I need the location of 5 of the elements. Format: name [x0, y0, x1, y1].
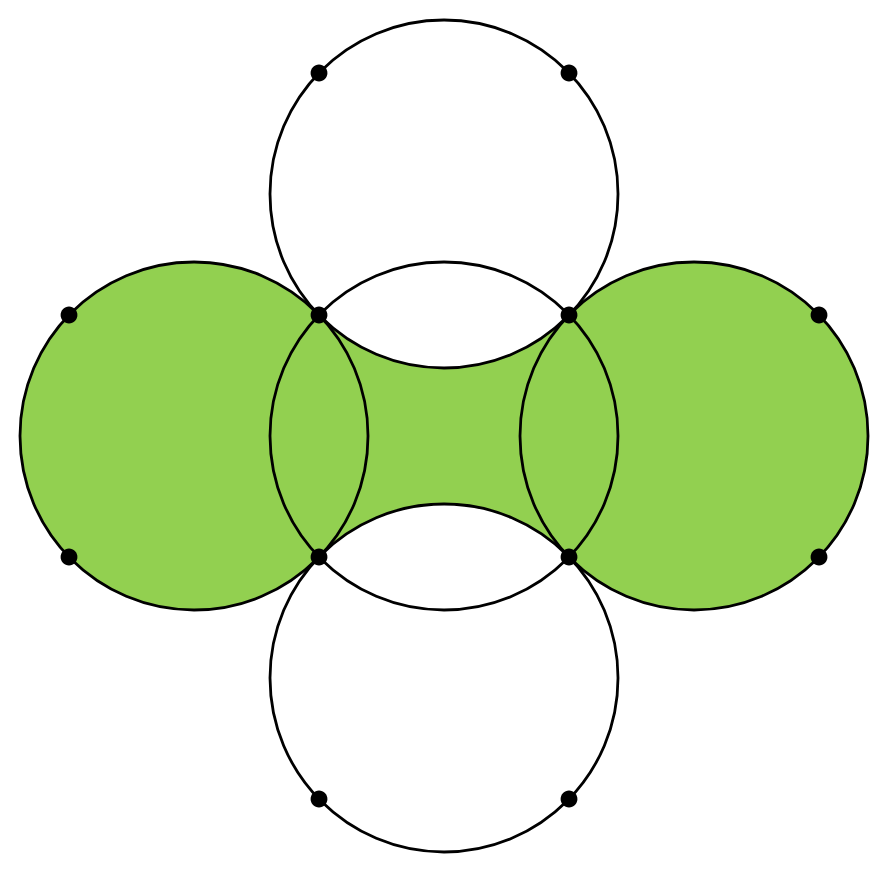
circle — [268, 18, 620, 370]
circle — [18, 260, 370, 612]
circle — [518, 260, 870, 612]
circle — [268, 260, 620, 612]
circle — [268, 502, 620, 854]
